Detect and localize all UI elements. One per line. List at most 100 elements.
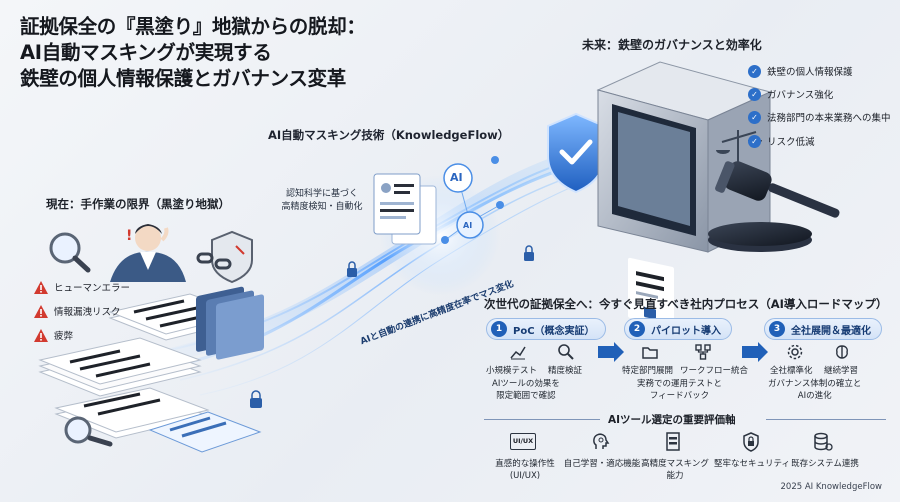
criteria-item-label: 能力 (666, 471, 684, 481)
brain-icon (836, 345, 848, 359)
phase-description-line: 実務での運用テストと (637, 379, 723, 389)
shield-check-icon (547, 112, 605, 194)
lock-icon (250, 390, 262, 408)
future-heading: 未来：鉄壁のガバナンスと効率化 (582, 38, 762, 52)
risk-label: 情報漏洩リスク (54, 307, 121, 318)
phase-2-badge: 2 パイロット導入 (624, 318, 732, 340)
future-item-label: 法務部門の本来業務への集中 (767, 113, 891, 124)
broken-chain-shield-icon (196, 230, 253, 284)
redacted-paper-stack (54, 387, 210, 439)
risk-item: ヒューマンエラー (34, 280, 130, 294)
gear-icon (787, 344, 803, 360)
phase-description: AIツールの効果を 限定範囲で確認 (492, 378, 560, 402)
phase-number: 3 (769, 321, 785, 337)
cognitive-label: 認知科学に基づく 高精度検知・自動化 (272, 188, 372, 214)
search-icon (558, 344, 574, 360)
risk-item: 情報漏洩リスク (34, 304, 121, 318)
criteria-item: 既存システム連携 (788, 458, 862, 470)
security-lock-icon (743, 432, 759, 452)
future-item: ✓ リスク低減 (748, 134, 815, 148)
magnifier-icon (64, 416, 113, 447)
criteria-item-label: 自己学習・適応機能 (563, 459, 641, 469)
future-item: ✓ 法務部門の本来業務への集中 (748, 110, 891, 124)
ai-badge: AI (450, 171, 463, 184)
criteria-item-label: 高精度マスキング (641, 459, 709, 469)
criteria-item: 直感的な操作性 (UI/UX) (490, 458, 560, 482)
lock-icon (347, 261, 357, 277)
chart-line-icon (510, 346, 526, 360)
phase-description-line: ガバナンス体制の確立と (768, 379, 862, 389)
title-line-1: 証拠保全の『黒塗り』地獄からの脱却： (20, 15, 366, 38)
roadmap-title: 次世代の証拠保全へ：今すぐ見直すべき社内プロセス（AI導入ロードマップ） (484, 297, 888, 311)
ui-ux-badge: UI/UX (510, 433, 536, 450)
cognitive-label-line-2: 高精度検知・自動化 (281, 202, 363, 212)
risk-label: 疲弊 (54, 331, 74, 342)
divider (766, 419, 886, 420)
phase-sub-item: 全社標準化 (770, 366, 813, 376)
criteria-title: AIツール選定の重要評価軸 (608, 414, 736, 426)
phase-description-line: 限定範囲で確認 (496, 391, 556, 401)
ai-network-icon (441, 156, 504, 244)
cognitive-label-line-1: 認知科学に基づく (285, 189, 358, 199)
phase-description-line: AIの進化 (797, 391, 832, 401)
phase-label: パイロット導入 (651, 325, 721, 337)
phase-sub-item: 小規模テスト (486, 366, 538, 376)
future-item-label: ガバナンス強化 (767, 90, 834, 101)
criteria-item-label: 堅牢なセキュリティ (714, 459, 790, 469)
phase-sub-item: ワークフロー統合 (680, 366, 749, 376)
future-item: ✓ ガバナンス強化 (748, 87, 833, 101)
redacted-paper-stack (38, 337, 202, 397)
gavel-icon (708, 161, 840, 252)
roadmap-arrow (742, 342, 768, 362)
svg-text:!: ! (126, 228, 132, 244)
future-item: ✓ 鉄壁の個人情報保護 (748, 64, 853, 78)
phase-description-line: フィードバック (649, 391, 710, 401)
workflow-icon (695, 344, 711, 360)
phase-description: ガバナンス体制の確立と AIの進化 (768, 378, 861, 402)
warning-icon (34, 328, 48, 342)
page-title: 証拠保全の『黒塗り』地獄からの脱却： AI自動マスキングが実現する 鉄壁の個人情… (20, 14, 420, 92)
criteria-item-label: 直感的な操作性 (495, 459, 555, 469)
criteria-item: 堅牢なセキュリティ (712, 458, 792, 470)
warning-icon (34, 304, 48, 318)
phase-sub-item: 特定部門展開 (622, 366, 674, 376)
phase-number: 1 (491, 321, 507, 337)
roadmap-arrow (598, 342, 624, 362)
risk-item: 疲弊 (34, 328, 73, 342)
warning-icon (34, 280, 48, 294)
phase-label: PoC（概念実証） (513, 325, 595, 337)
phase-description-line: AIツールの効果を (492, 379, 560, 389)
ai-node-badge: AI (463, 221, 473, 230)
phase-3-badge: 3 全社展開＆最適化 (764, 318, 882, 340)
criteria-item-label: 既存システム連携 (791, 459, 859, 469)
current-heading: 現在：手作業の限界（黒塗り地獄） (46, 197, 230, 211)
phase-1-badge: 1 PoC（概念実証） (486, 318, 606, 340)
phase-label: 全社展開＆最適化 (791, 325, 871, 337)
database-icon (814, 432, 833, 451)
footer-copyright: 2025 AI KnowledgeFlow (780, 482, 883, 492)
future-item-label: 鉄壁の個人情報保護 (767, 67, 853, 78)
phase-description: 実務での運用テストと フィードバック (637, 378, 722, 402)
criteria-item-label: (UI/UX) (509, 471, 541, 481)
future-item-label: リスク低減 (767, 137, 815, 148)
scanned-document-icon (373, 173, 437, 245)
digital-document-icon (148, 411, 262, 453)
folder-icon (642, 347, 658, 359)
ui-ux-icon: UI/UX (510, 431, 536, 453)
head-learning-icon (593, 433, 610, 449)
check-icon: ✓ (748, 64, 761, 78)
criteria-item: 自己学習・適応機能 (562, 458, 642, 470)
phase-sub-item: 精度検証 (548, 366, 583, 376)
check-icon: ✓ (748, 134, 761, 148)
lock-icon (524, 245, 534, 261)
phase-number: 2 (629, 321, 645, 337)
criteria-item: 高精度マスキング 能力 (640, 458, 710, 482)
technology-heading: AI自動マスキング技術（KnowledgeFlow） (268, 128, 510, 142)
risk-label: ヒューマンエラー (54, 283, 131, 294)
check-icon: ✓ (748, 87, 761, 101)
title-line-2: AI自動マスキングが実現する (20, 41, 272, 64)
title-line-3: 鉄壁の個人情報保護とガバナンス変革 (20, 67, 347, 90)
folder-stack-icon (196, 286, 264, 360)
magnifier-icon (49, 232, 91, 273)
